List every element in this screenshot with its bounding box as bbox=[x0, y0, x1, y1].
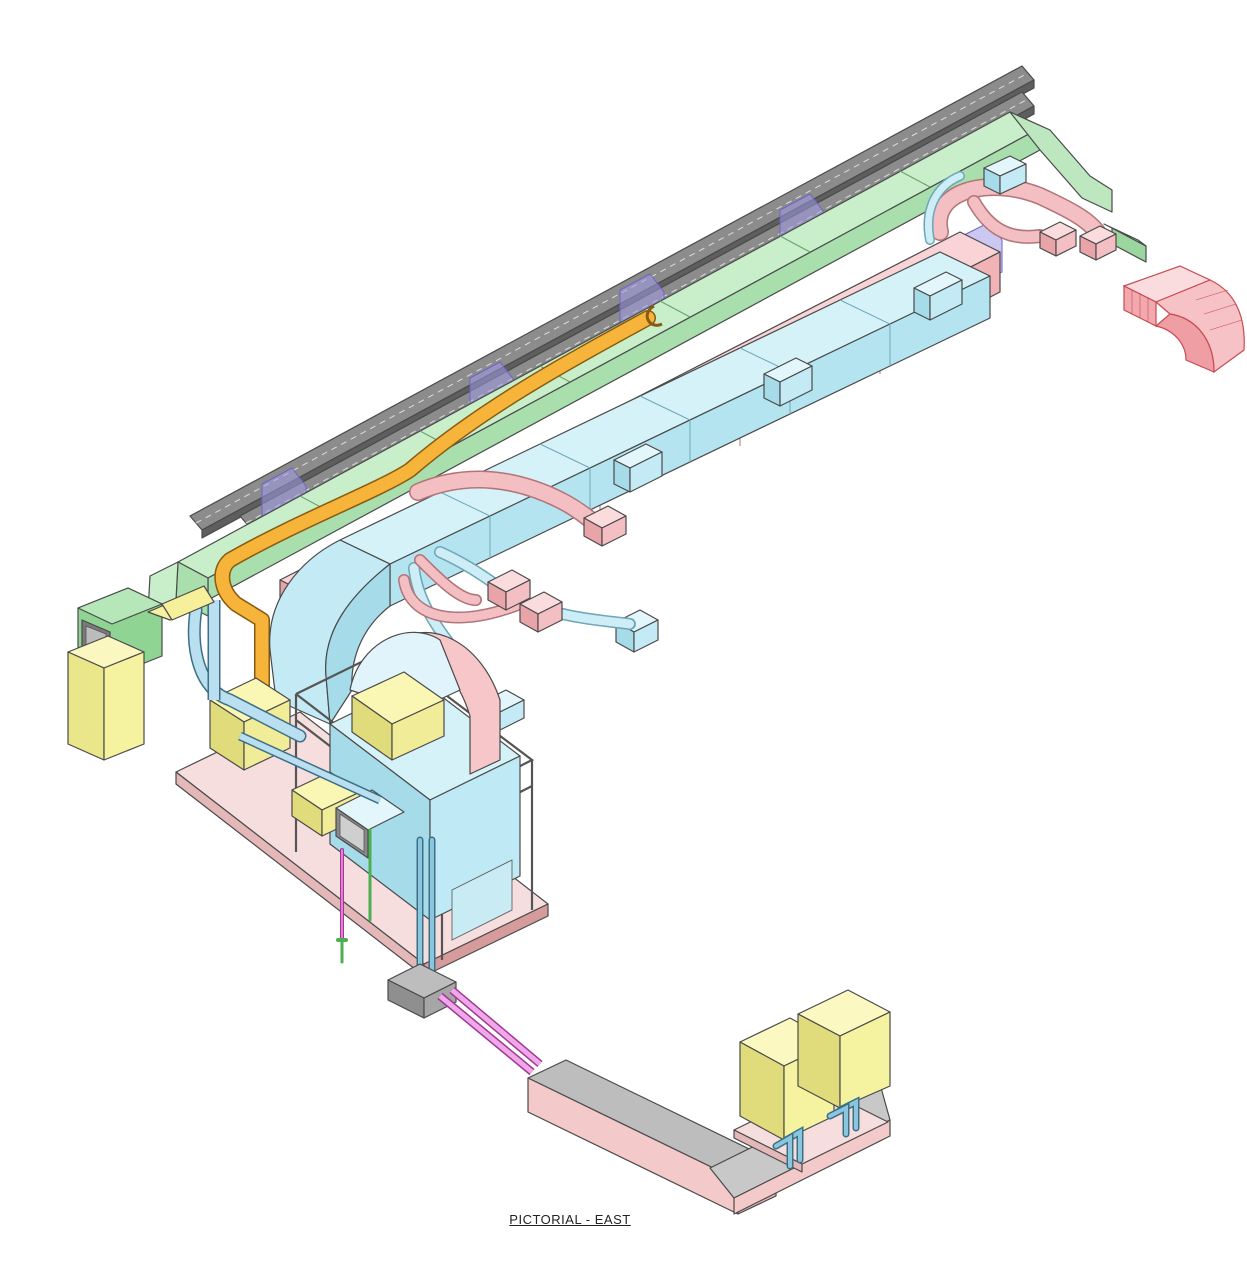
chilled-water-pipe bbox=[187, 600, 382, 805]
drain-piping bbox=[336, 828, 436, 984]
condensate-line bbox=[437, 986, 543, 1076]
return-grilles bbox=[487, 155, 1117, 633]
underground-trench bbox=[527, 1059, 891, 1215]
condensing-unit-2 bbox=[797, 989, 891, 1109]
refrigerant-pipe bbox=[214, 304, 663, 708]
air-handler-unit bbox=[329, 631, 521, 941]
supply-grille bbox=[335, 789, 405, 859]
flexible-ducts bbox=[398, 171, 1109, 706]
view-title: PICTORIAL - EAST bbox=[509, 1212, 631, 1227]
fan-connector bbox=[147, 585, 215, 621]
electrical-panel bbox=[67, 635, 145, 761]
floor-penetration-box bbox=[387, 963, 457, 1019]
return-elbow-fitting bbox=[1122, 265, 1245, 374]
condenser-piping bbox=[772, 1096, 860, 1170]
